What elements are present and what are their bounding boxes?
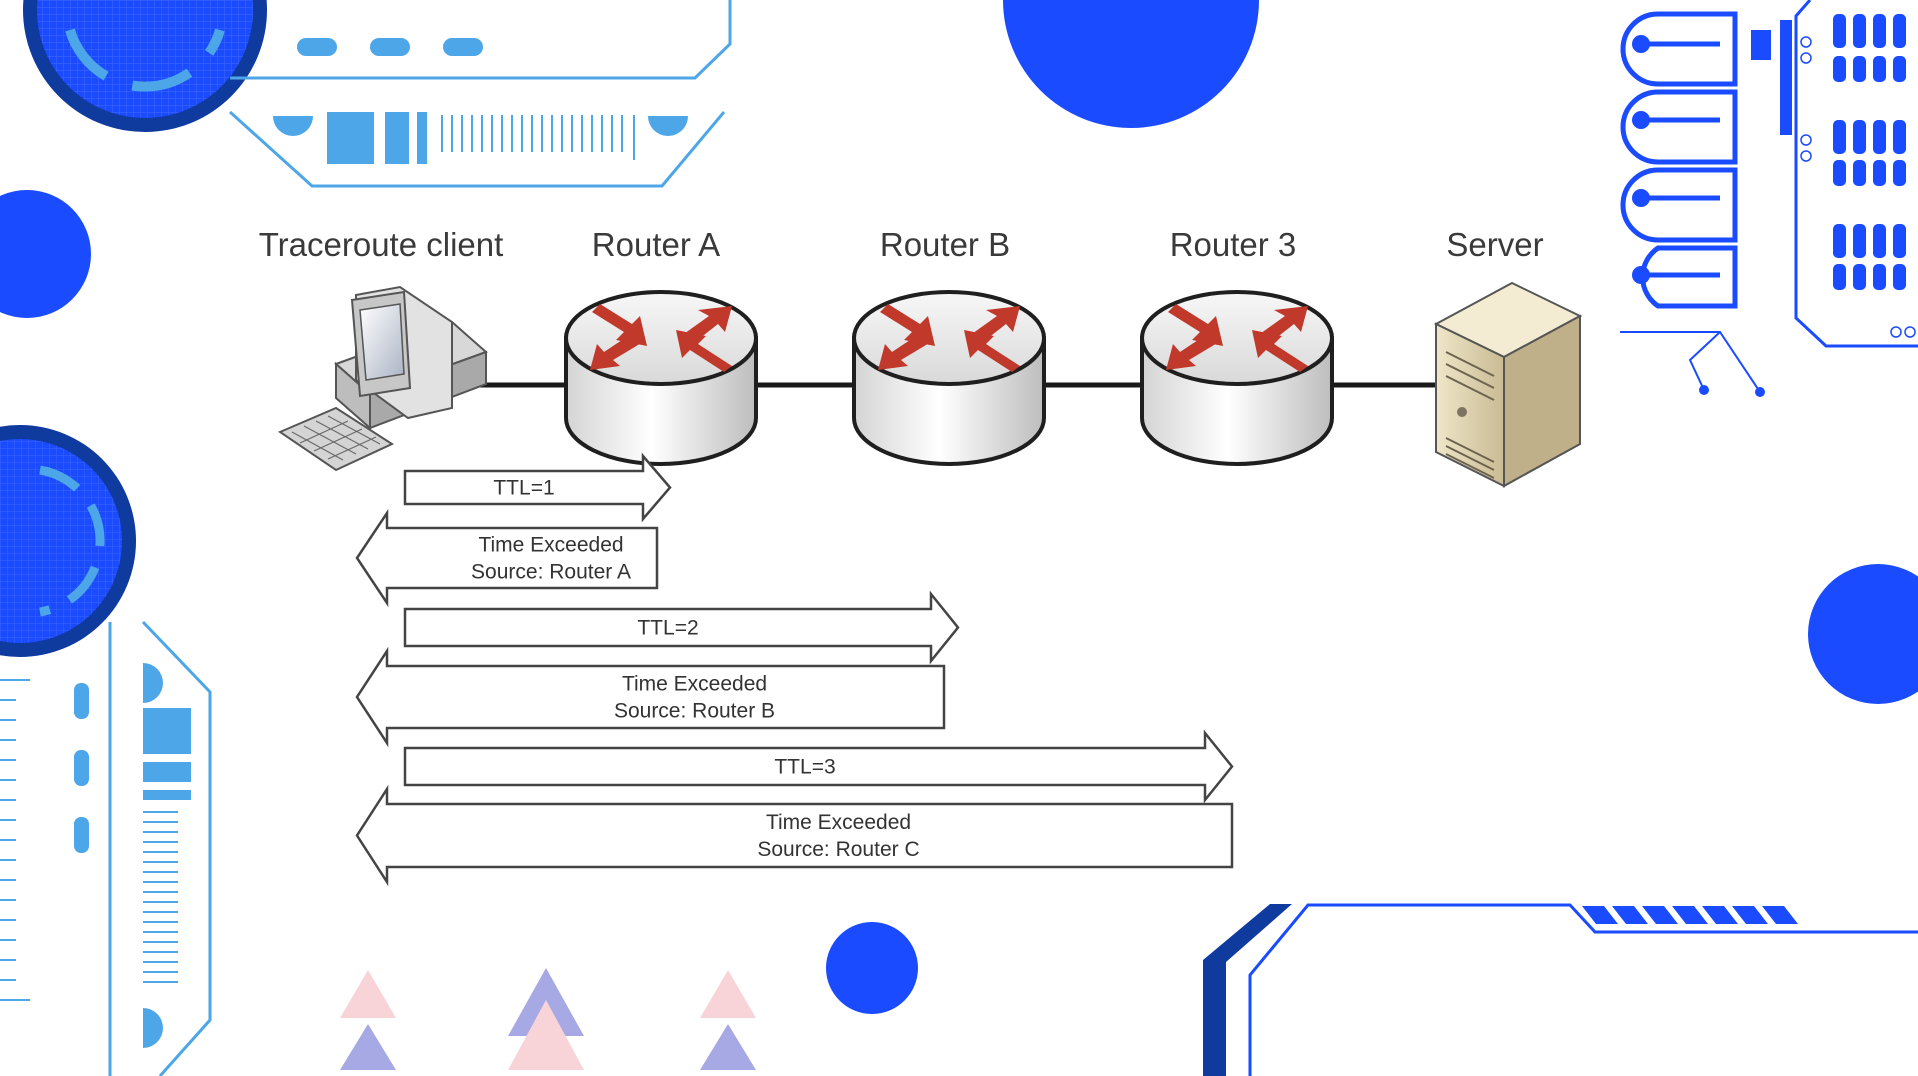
node-label-client: Traceroute client [259,226,504,263]
exchange-arrow-shape [355,784,1234,887]
exchange-arrow-3: TTL=2 [403,590,960,665]
router-a-icon [564,290,758,466]
exchange-arrow-5: TTL=3 [403,729,1234,804]
exchange-arrow-label: Time Exceeded [766,811,911,834]
left-side-bracket-graphic [0,620,212,1076]
node-label-server: Server [1446,226,1543,263]
left-dial-graphic [0,425,136,657]
exchange-arrow-label: Source: Router A [471,561,631,584]
exchange-arrow-label: TTL=2 [637,617,698,640]
exchange-arrow-shape [403,452,672,523]
node-label-router-3: Router 3 [1170,226,1297,263]
exchange-arrow-label: Source: Router B [614,700,775,723]
exchange-arrow-label: TTL=1 [493,477,554,500]
top-right-circuit-graphic [1620,0,1918,393]
node-label-router-a: Router A [592,226,720,263]
exchange-arrow-label: Time Exceeded [622,673,767,696]
bottom-blue-circle [826,922,918,1014]
computer-icon [277,285,488,472]
top-right-circuit-dots [1800,36,1916,338]
top-left-bracket-graphic [228,0,732,188]
top-right-circuit-fills [1632,14,1906,397]
traceroute-diagram: Traceroute client Router A Router B Rout… [259,226,1583,887]
top-left-dial-graphic [23,0,267,132]
right-blue-circle [1808,564,1918,704]
left-blue-circle [0,190,91,318]
bottom-right-frame-graphic [1203,903,1918,1076]
top-blue-circle [1003,0,1259,128]
exchange-arrow-shape [355,646,946,748]
exchange-arrow-shape [355,508,659,608]
exchange-arrow-1: TTL=1 [403,452,672,523]
exchange-arrow-label: Source: Router C [757,838,919,861]
exchange-arrow-shape [403,729,1234,804]
router-3-icon [1140,290,1334,466]
node-label-router-b: Router B [880,226,1010,263]
exchange-arrow-shape [403,590,960,665]
exchange-arrow-label: TTL=3 [774,756,835,779]
bottom-triangles-graphic [340,968,756,1070]
router-b-icon [852,290,1046,466]
exchange-arrow-label: Time Exceeded [478,534,623,557]
server-icon [1433,281,1583,488]
